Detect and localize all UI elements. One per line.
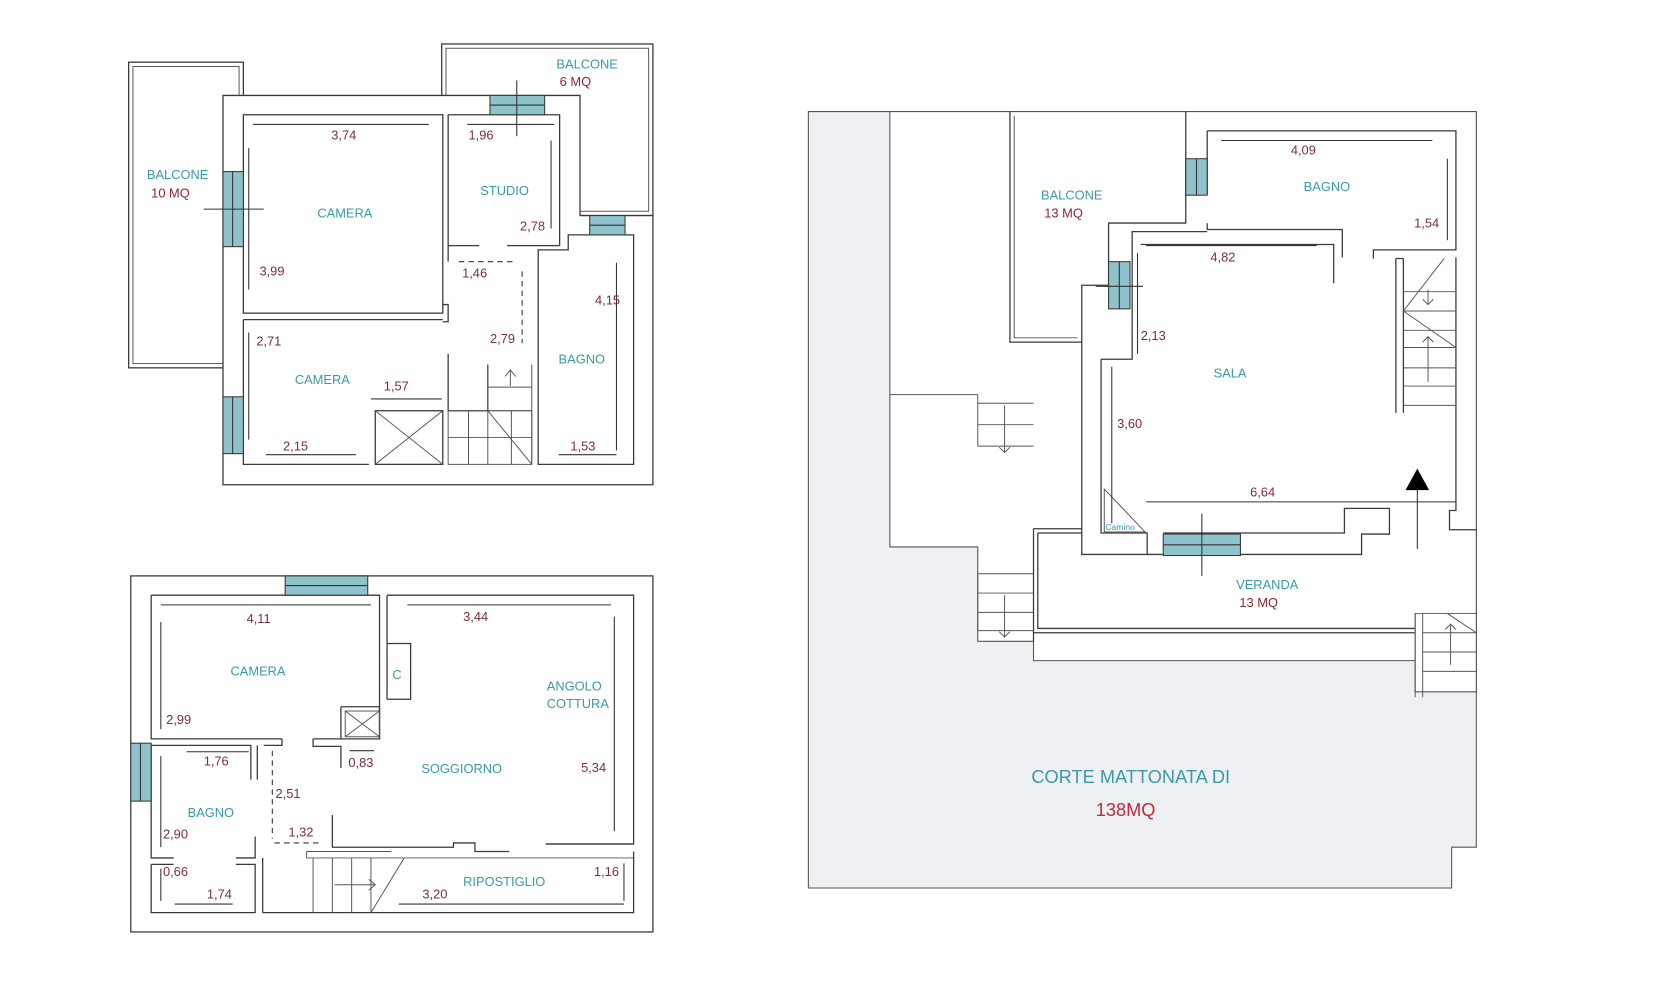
label-camino: Camino (1105, 522, 1135, 532)
dim-camera1-width: 3,74 (331, 127, 356, 142)
upper-floor-plan: BALCONE 10 MQ BALCONE 6 MQ CAMERA STUDIO… (128, 43, 654, 486)
stair-up-arrow (1422, 336, 1434, 382)
stair-down-arrow (998, 405, 1011, 454)
label-bagno-lower: BAGNO (188, 805, 234, 820)
balcone-ground-outline (1009, 111, 1187, 343)
label-camera-lower: CAMERA (231, 664, 286, 679)
shaft-x-icon (344, 710, 380, 738)
stair-arrow (334, 879, 376, 891)
dim-hall-height: 2,79 (490, 331, 515, 346)
dim-camera2-closet: 1,57 (384, 378, 409, 393)
dim-sala-height: 3,60 (1117, 416, 1142, 431)
label-bagno-ground: BAGNO (1304, 179, 1350, 194)
label-cottura: COTTURA (547, 696, 610, 711)
area-balcone-left: 10 MQ (151, 185, 190, 200)
dim-sala-height-top: 2,13 (1141, 328, 1166, 343)
dim-soggiorno-height: 5,34 (581, 760, 606, 775)
stair-up-arrow (504, 369, 517, 387)
upper-outer-wall (222, 94, 654, 486)
dim-ripostiglio-height: 1,16 (594, 864, 619, 879)
label-sala: SALA (1214, 365, 1247, 380)
dim-soggiorno-width: 3,44 (463, 609, 488, 624)
area-corte: 138MQ (1096, 800, 1156, 820)
label-soggiorno: SOGGIORNO (421, 761, 502, 776)
dim-sala-width: 6,64 (1250, 485, 1275, 500)
label-camera-2: CAMERA (295, 372, 350, 387)
dim-studio-width: 1,96 (469, 127, 494, 142)
dim-wc-width: 1,74 (207, 887, 232, 902)
dim-bagno-width: 4,09 (1291, 142, 1316, 157)
dim-camera1-height: 3,99 (259, 264, 284, 279)
dim-bagno-width: 1,76 (204, 754, 229, 769)
lower-outer-wall (130, 575, 654, 933)
dim-shaft: 0,83 (348, 755, 373, 770)
dim-bagno-width: 1,53 (570, 438, 595, 453)
label-balcone-left: BALCONE (147, 167, 209, 182)
dim-bagno-height: 2,90 (163, 827, 188, 842)
label-camera-1: CAMERA (317, 206, 372, 221)
dim-sala-width-top: 4,82 (1210, 250, 1235, 265)
dim-hall-width: 1,46 (462, 266, 487, 281)
dim-camera2-width: 2,15 (283, 438, 308, 453)
label-studio: STUDIO (480, 183, 529, 198)
ground-floor-plan: BALCONE 13 MQ BAGNO SALA VERANDA 13 MQ C… (807, 110, 1477, 889)
area-balcone-top: 6 MQ (560, 74, 591, 89)
area-balcone-ground: 13 MQ (1044, 206, 1083, 221)
shaft-x-icon (374, 410, 444, 465)
label-angolo: ANGOLO (547, 679, 602, 694)
dim-studio-height: 2,78 (520, 219, 545, 234)
label-balcone-ground: BALCONE (1041, 187, 1103, 202)
dim-ripostiglio-width: 3,20 (422, 887, 447, 902)
dim-camera-width: 4,11 (247, 611, 271, 626)
label-corte: CORTE MATTONATA DI (1031, 767, 1230, 787)
label-ripostiglio: RIPOSTIGLIO (463, 874, 545, 889)
label-veranda: VERANDA (1236, 577, 1299, 592)
stair-down-arrow (998, 595, 1011, 638)
dim-bagno-height: 1,54 (1414, 215, 1439, 230)
area-veranda: 13 MQ (1239, 595, 1278, 610)
dim-hall-width: 1,32 (288, 824, 313, 839)
label-bagno-upper: BAGNO (559, 352, 605, 367)
stair-down-arrow (1422, 289, 1434, 306)
entrance-arrow-icon (1405, 468, 1430, 491)
label-balcone-top: BALCONE (556, 57, 618, 72)
dim-hall-height: 2,51 (276, 786, 301, 801)
dim-bagno-height: 4,15 (595, 293, 620, 308)
lower-floor-plan: CAMERA C ANGOLO COTTURA SOGGIORNO BAGNO … (130, 575, 654, 933)
dim-camera-height: 2,99 (166, 712, 191, 727)
camino-fireplace (1103, 487, 1147, 533)
stair-up-arrow (1444, 623, 1457, 665)
dim-camera2-height: 2,71 (256, 333, 281, 348)
label-chimney-c: C (392, 667, 401, 682)
dim-wc-height: 0,66 (163, 864, 188, 879)
